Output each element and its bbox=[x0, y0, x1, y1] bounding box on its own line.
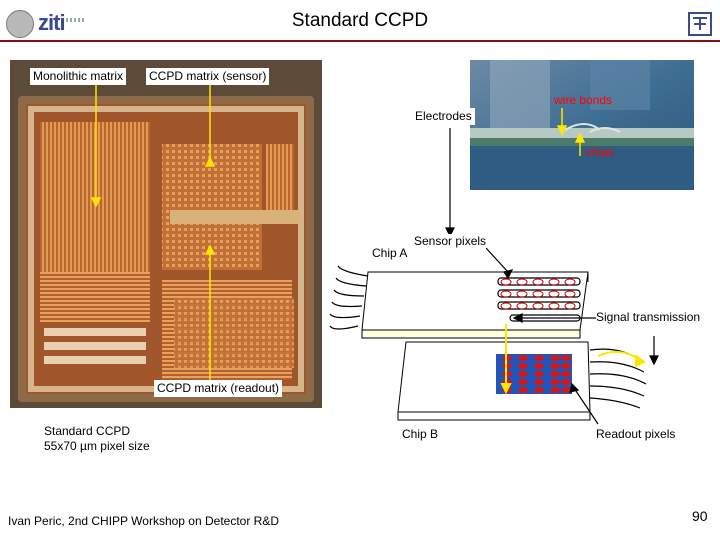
wb-arrows bbox=[556, 108, 586, 156]
label-wire-bonds: wire bonds bbox=[554, 93, 613, 107]
footer-author: Ivan Peric, 2nd CHIPP Workshop on Detect… bbox=[8, 514, 280, 528]
label-monolithic-matrix: Monolithic matrix bbox=[30, 68, 127, 85]
institute-logo bbox=[688, 12, 712, 36]
chip-arrows bbox=[90, 84, 216, 382]
label-ccpd-sensor: CCPD matrix (sensor) bbox=[146, 68, 270, 85]
page-title: Standard CCPD bbox=[291, 10, 429, 31]
label-arrows bbox=[485, 247, 659, 425]
label-chip-a: Chip A bbox=[372, 246, 408, 261]
electrode-arrow bbox=[445, 128, 455, 238]
page-number: 90 bbox=[692, 508, 708, 524]
chip-a-plate bbox=[361, 271, 589, 339]
ziti-logo: ziti bbox=[38, 10, 66, 35]
header-rule bbox=[0, 40, 720, 42]
label-readout-pixels: Readout pixels bbox=[596, 427, 676, 442]
signal-arrows bbox=[500, 324, 646, 395]
label-electrodes: Electrodes bbox=[412, 108, 475, 125]
sensor-pixel-grid bbox=[497, 277, 581, 322]
chip-micrograph bbox=[10, 60, 322, 408]
label-chips: chips bbox=[586, 145, 615, 159]
uni-seal-logo bbox=[6, 10, 34, 38]
label-pixel-size: 55x70 µm pixel size bbox=[44, 439, 150, 454]
logo-dots bbox=[66, 18, 84, 22]
label-signal-transmission: Signal transmission bbox=[596, 310, 701, 325]
chip-a-wirebonds bbox=[329, 265, 369, 330]
label-standard-ccpd: Standard CCPD bbox=[44, 424, 131, 439]
label-chip-b: Chip B bbox=[402, 427, 439, 442]
label-ccpd-readout: CCPD matrix (readout) bbox=[154, 380, 283, 397]
label-sensor-pixels: Sensor pixels bbox=[414, 234, 487, 249]
